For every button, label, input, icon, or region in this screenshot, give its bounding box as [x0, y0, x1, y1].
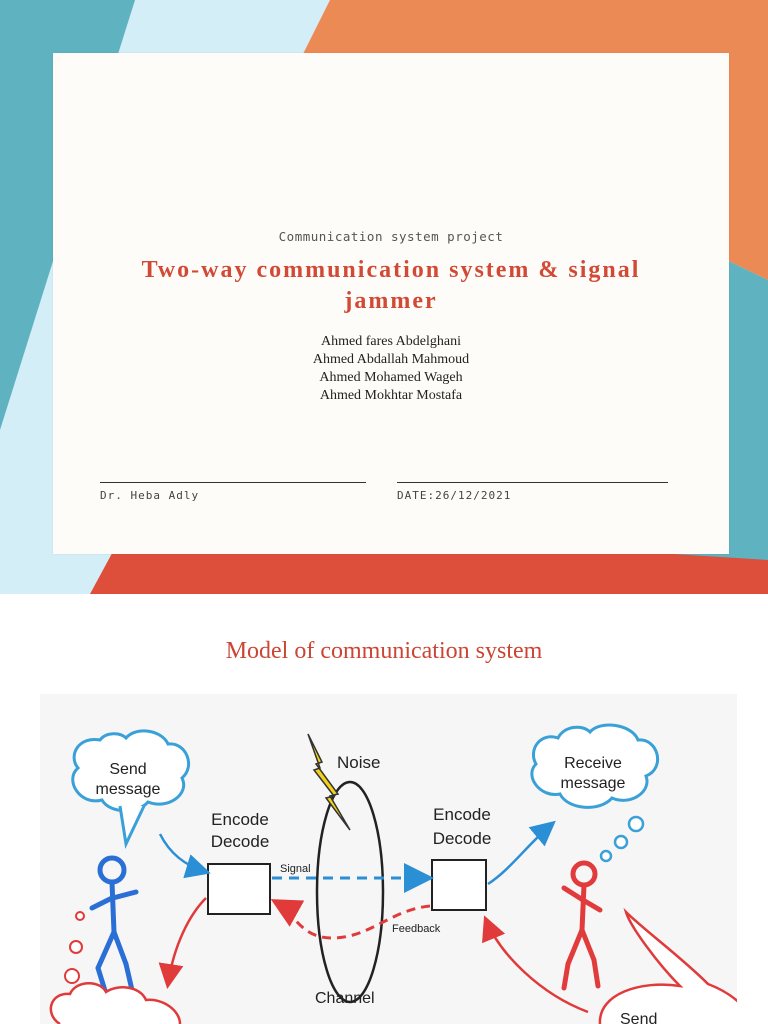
receiver-stick-figure	[561, 860, 603, 991]
send-bubble-line1: Send	[109, 761, 146, 778]
decode-label-right: Decode	[433, 829, 492, 848]
signal-label: Signal	[280, 863, 311, 875]
receiver-send-arrow	[482, 915, 589, 1014]
send-bubble-bottom-label: Send	[620, 1011, 657, 1024]
receive-message-bubble: Receive message	[530, 723, 659, 863]
encode-label-left: Encode	[211, 810, 269, 829]
diagram-canvas: Send message Receive message Encode Deco…	[49, 723, 737, 1024]
lightning-bolt-icon	[307, 733, 351, 831]
sender-stick-figure	[89, 855, 139, 997]
thought-circle	[75, 911, 85, 921]
section-title: Model of communication system	[225, 638, 543, 664]
receive-bubble-line2: message	[561, 775, 626, 792]
date-label: DATE:26/12/2021	[397, 489, 512, 502]
encode-label-right: Encode	[433, 805, 491, 824]
author-name: Ahmed Mohamed Wageh	[319, 370, 463, 385]
feedback-arrow	[270, 899, 431, 940]
author-name: Ahmed Abdallah Mahmoud	[312, 352, 470, 367]
decoder-to-receive-arrow	[487, 820, 556, 886]
author-name: Ahmed fares Abdelghani	[321, 334, 461, 349]
signature-line-supervisor	[100, 482, 366, 483]
send-message-bubble: Send message	[71, 729, 190, 850]
channel-label: Channel	[315, 990, 375, 1007]
send-speech-bubble: Send	[598, 907, 737, 1024]
noise-label: Noise	[337, 753, 380, 772]
signature-line-date	[397, 482, 668, 483]
author-name: Ahmed Mokhtar Mostafa	[319, 388, 463, 403]
supervisor-name: Dr. Heba Adly	[100, 489, 200, 502]
thought-cloud-left	[49, 982, 182, 1024]
communication-model-diagram: Send message Receive message Encode Deco…	[40, 694, 737, 1024]
feedback-label: Feedback	[392, 923, 441, 935]
encoder-box-left	[207, 863, 271, 915]
thought-circle	[64, 968, 80, 984]
encoder-to-sender-feedback-arrow	[158, 897, 207, 989]
thought-circle	[69, 940, 83, 954]
send-bubble-line2: message	[96, 781, 161, 798]
send-to-encoder-arrow	[158, 833, 211, 879]
title-card: Communication system project Two-way com…	[53, 53, 729, 554]
encoder-box-right	[431, 859, 487, 911]
cover-slide: Communication system project Two-way com…	[0, 0, 768, 594]
project-subtitle: Communication system project	[278, 229, 504, 244]
decode-label-left: Decode	[211, 832, 270, 851]
author-list: Ahmed fares Abdelghani Ahmed Abdallah Ma…	[53, 333, 729, 405]
project-title: Two-way communication system & signal ja…	[141, 257, 641, 314]
channel-ellipse	[315, 780, 385, 1004]
receive-bubble-line1: Receive	[564, 755, 622, 772]
